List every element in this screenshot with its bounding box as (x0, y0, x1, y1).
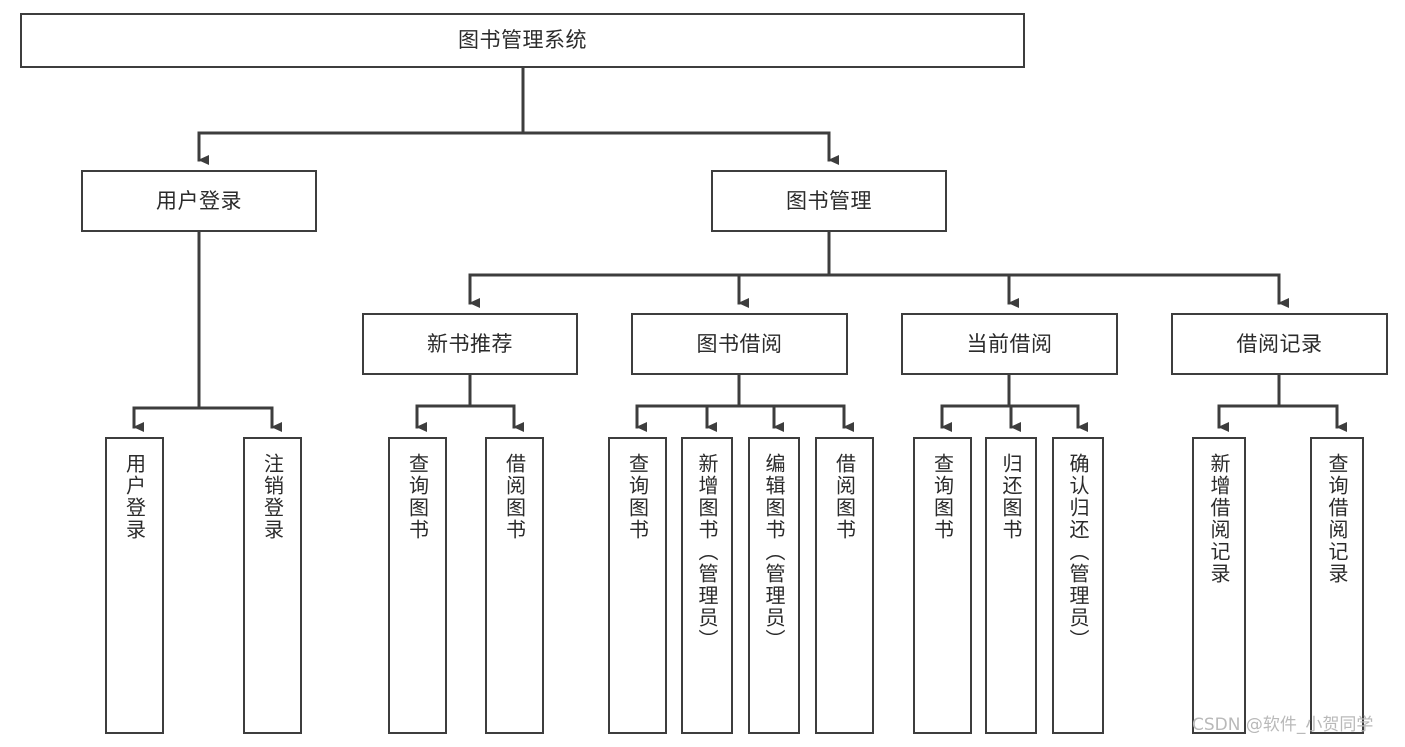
node-root-label: 图书管理系统 (458, 28, 587, 53)
node-current-borrow-label: 当前借阅 (966, 331, 1053, 356)
node-leaf-borrow-book-label: 借阅图书 (832, 453, 857, 541)
node-book-management-label: 图书管理 (786, 188, 872, 213)
node-leaf-user-login[interactable]: 用户登录 (105, 437, 164, 734)
node-leaf-query-record[interactable]: 查询借阅记录 (1310, 437, 1364, 734)
node-book-borrow[interactable]: 图书借阅 (631, 313, 848, 375)
node-leaf-add-record[interactable]: 新增借阅记录 (1192, 437, 1246, 734)
node-book-management[interactable]: 图书管理 (711, 170, 947, 232)
node-leaf-query-book-rec-label: 查询图书 (405, 453, 430, 541)
node-borrow-record-label: 借阅记录 (1236, 331, 1323, 356)
node-leaf-query-book-current-label: 查询图书 (930, 453, 955, 541)
node-leaf-edit-book-label: 编辑图书（管理员） (762, 453, 786, 651)
node-user-login-label: 用户登录 (156, 188, 242, 213)
node-leaf-add-record-label: 新增借阅记录 (1207, 453, 1231, 585)
node-leaf-query-book-rec[interactable]: 查询图书 (388, 437, 447, 734)
node-leaf-edit-book[interactable]: 编辑图书（管理员） (748, 437, 800, 734)
node-leaf-logout-label: 注销登录 (260, 453, 285, 541)
node-leaf-add-book-label: 新增图书（管理员） (695, 453, 719, 651)
node-book-borrow-label: 图书借阅 (696, 331, 783, 356)
csdn-watermark: CSDN @软件_小贺同学 (1192, 715, 1374, 735)
node-new-book-recommend[interactable]: 新书推荐 (362, 313, 578, 375)
node-current-borrow[interactable]: 当前借阅 (901, 313, 1118, 375)
node-leaf-query-record-label: 查询借阅记录 (1325, 453, 1349, 585)
node-leaf-borrow-book-rec[interactable]: 借阅图书 (485, 437, 544, 734)
node-leaf-query-book-borrow[interactable]: 查询图书 (608, 437, 667, 734)
node-leaf-confirm-return[interactable]: 确认归还（管理员） (1052, 437, 1104, 734)
node-new-book-recommend-label: 新书推荐 (427, 331, 513, 356)
node-leaf-confirm-return-label: 确认归还（管理员） (1066, 453, 1090, 651)
node-leaf-add-book[interactable]: 新增图书（管理员） (681, 437, 733, 734)
node-leaf-query-book-borrow-label: 查询图书 (625, 453, 650, 541)
node-leaf-borrow-book-rec-label: 借阅图书 (502, 453, 527, 541)
node-borrow-record[interactable]: 借阅记录 (1171, 313, 1388, 375)
node-leaf-borrow-book[interactable]: 借阅图书 (815, 437, 874, 734)
node-leaf-return-book[interactable]: 归还图书 (985, 437, 1037, 734)
node-user-login[interactable]: 用户登录 (81, 170, 317, 232)
node-leaf-user-login-label: 用户登录 (122, 453, 147, 541)
node-leaf-logout[interactable]: 注销登录 (243, 437, 302, 734)
node-leaf-query-book-current[interactable]: 查询图书 (913, 437, 972, 734)
node-leaf-return-book-label: 归还图书 (999, 453, 1023, 541)
node-root[interactable]: 图书管理系统 (20, 13, 1025, 68)
